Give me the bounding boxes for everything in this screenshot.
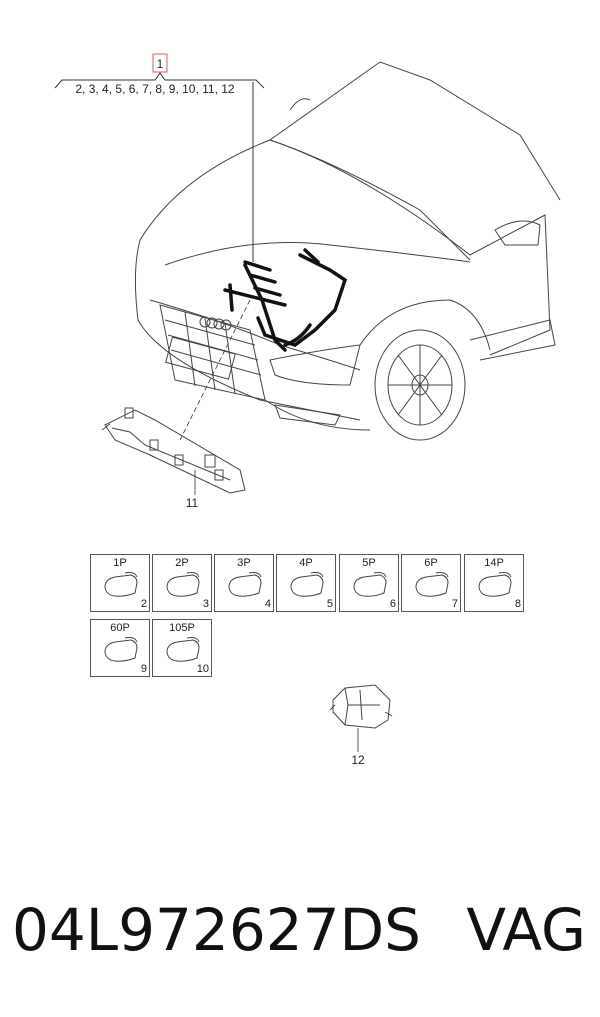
connector-cell: 1P 2: [90, 554, 150, 612]
connector-pin-label: 4P: [299, 557, 313, 569]
callout-sub-numbers: 2, 3, 4, 5, 6, 7, 8, 9, 10, 11, 12: [75, 82, 235, 96]
connector-cell: 6P 7: [401, 554, 461, 612]
connector-item-number: 3: [202, 598, 209, 610]
connector-cell: 4P 5: [276, 554, 336, 612]
bracket-part-11-drawing: [101, 407, 246, 494]
part-number-text: 04L972627DS: [12, 896, 422, 964]
clip-part-12-drawing: [329, 684, 393, 729]
connector-pin-label: 3P: [237, 557, 251, 569]
connector-icon: [228, 572, 262, 597]
connector-pin-label: 5P: [362, 557, 376, 569]
connector-icon: [290, 572, 324, 597]
wiring-harness-drawing: [223, 248, 348, 352]
callout-highlight-box: [152, 53, 168, 73]
connector-pin-label: 60P: [110, 622, 130, 634]
connector-icon: [104, 572, 138, 597]
connector-pin-label: 14P: [484, 557, 504, 569]
connector-item-number: 7: [451, 598, 458, 610]
connector-icon: [353, 572, 387, 597]
exploded-view-diagram: 1 2, 3, 4, 5, 6, 7, 8, 9, 10, 11, 12: [54, 53, 561, 767]
connector-cell: 5P 6: [339, 554, 399, 612]
leader-line-bracket: [179, 299, 251, 441]
connector-cell: 2P 3: [152, 554, 212, 612]
connector-icon: [415, 572, 449, 597]
callout-bracket-line: [54, 72, 265, 89]
brand-text: VAG: [466, 896, 586, 964]
connector-pin-label: 6P: [424, 557, 438, 569]
connector-item-number: 4: [264, 598, 271, 610]
label-11: 11: [186, 496, 199, 510]
label-12: 12: [351, 753, 365, 767]
connector-pin-label: 1P: [113, 557, 127, 569]
connector-item-number: 10: [196, 663, 209, 675]
callout-main-number: 1: [157, 57, 164, 71]
connector-item-number: 6: [389, 598, 396, 610]
connector-item-number: 9: [140, 663, 147, 675]
car-body-drawing: [134, 61, 561, 441]
connector-icon: [478, 572, 512, 597]
connector-cell: 60P 9: [90, 619, 150, 677]
connector-icon: [104, 637, 138, 662]
connector-pin-label: 105P: [169, 622, 195, 634]
connector-cell: 3P 4: [214, 554, 274, 612]
connector-pin-label: 2P: [175, 557, 189, 569]
connector-item-number: 8: [514, 598, 521, 610]
connector-icon: [166, 637, 200, 662]
connector-icon: [166, 572, 200, 597]
connector-cell: 105P 10: [152, 619, 212, 677]
connector-item-number: 5: [326, 598, 333, 610]
connector-cell: 14P 8: [464, 554, 524, 612]
connector-item-number: 2: [140, 598, 147, 610]
